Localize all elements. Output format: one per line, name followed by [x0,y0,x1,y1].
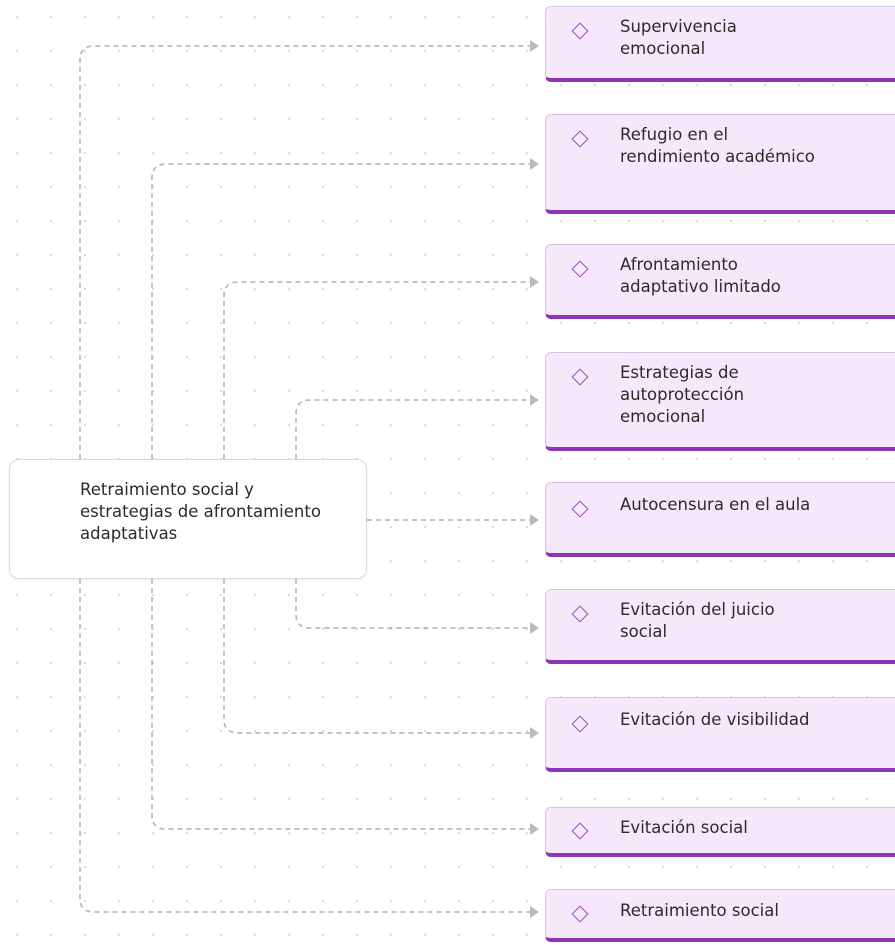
connector-c8 [151,579,530,830]
diamond-outline-icon [571,500,589,518]
diamond-outline-icon [571,605,589,623]
child-node-label: Supervivencia emocional [620,17,737,58]
child-node-label: Refugio en el rendimiento académico [620,125,815,166]
connector-c7 [223,579,530,734]
root-node-label: Retraimiento social y estrategias de afr… [80,480,321,543]
child-node-retraimiento-social[interactable]: Retraimiento social [545,889,895,942]
root-node[interactable]: Retraimiento social y estrategias de afr… [9,459,367,579]
arrowhead-icon [530,823,539,835]
arrowhead-icon [530,622,539,634]
arrowhead-icon [530,514,539,526]
arrowhead-icon [530,727,539,739]
arrowhead-icon [530,276,539,288]
child-node-label: Autocensura en el aula [620,495,811,514]
arrowhead-icon [530,40,539,52]
connector-c4 [295,399,530,459]
arrowhead-icon [530,394,539,406]
child-node-label: Evitación social [620,818,748,837]
diamond-outline-icon [571,715,589,733]
diamond-outline-icon [571,905,589,923]
child-node-evitacion-juicio-social[interactable]: Evitación del juicio social [545,589,895,664]
child-node-evitacion-social[interactable]: Evitación social [545,807,895,857]
connector-c9 [79,579,530,913]
child-node-label: Retraimiento social [620,901,779,920]
child-node-label: Evitación del juicio social [620,600,775,641]
child-node-supervivencia-emocional[interactable]: Supervivencia emocional [545,6,895,82]
diamond-outline-icon [571,822,589,840]
connector-c3 [223,281,530,459]
child-node-label: Estrategias de autoprotección emocional [620,363,745,426]
diamond-outline-icon [571,368,589,386]
arrowhead-icon [530,158,539,170]
connector-c2 [151,163,530,459]
child-node-refugio-rendimiento-academico[interactable]: Refugio en el rendimiento académico [545,114,895,214]
child-node-afrontamiento-adaptativo-limitado[interactable]: Afrontamiento adaptativo limitado [545,244,895,319]
child-node-label: Evitación de visibilidad [620,710,810,729]
connector-c1 [79,45,530,459]
child-node-estrategias-autoproteccion-emocional[interactable]: Estrategias de autoprotección emocional [545,352,895,451]
child-node-label: Afrontamiento adaptativo limitado [620,255,781,296]
diamond-outline-icon [571,22,589,40]
arrowhead-icon [530,906,539,918]
diamond-outline-icon [571,130,589,148]
child-node-autocensura-aula[interactable]: Autocensura en el aula [545,482,895,557]
connector-c6 [295,579,530,629]
child-node-evitacion-visibilidad[interactable]: Evitación de visibilidad [545,697,895,772]
diamond-outline-icon [571,260,589,278]
